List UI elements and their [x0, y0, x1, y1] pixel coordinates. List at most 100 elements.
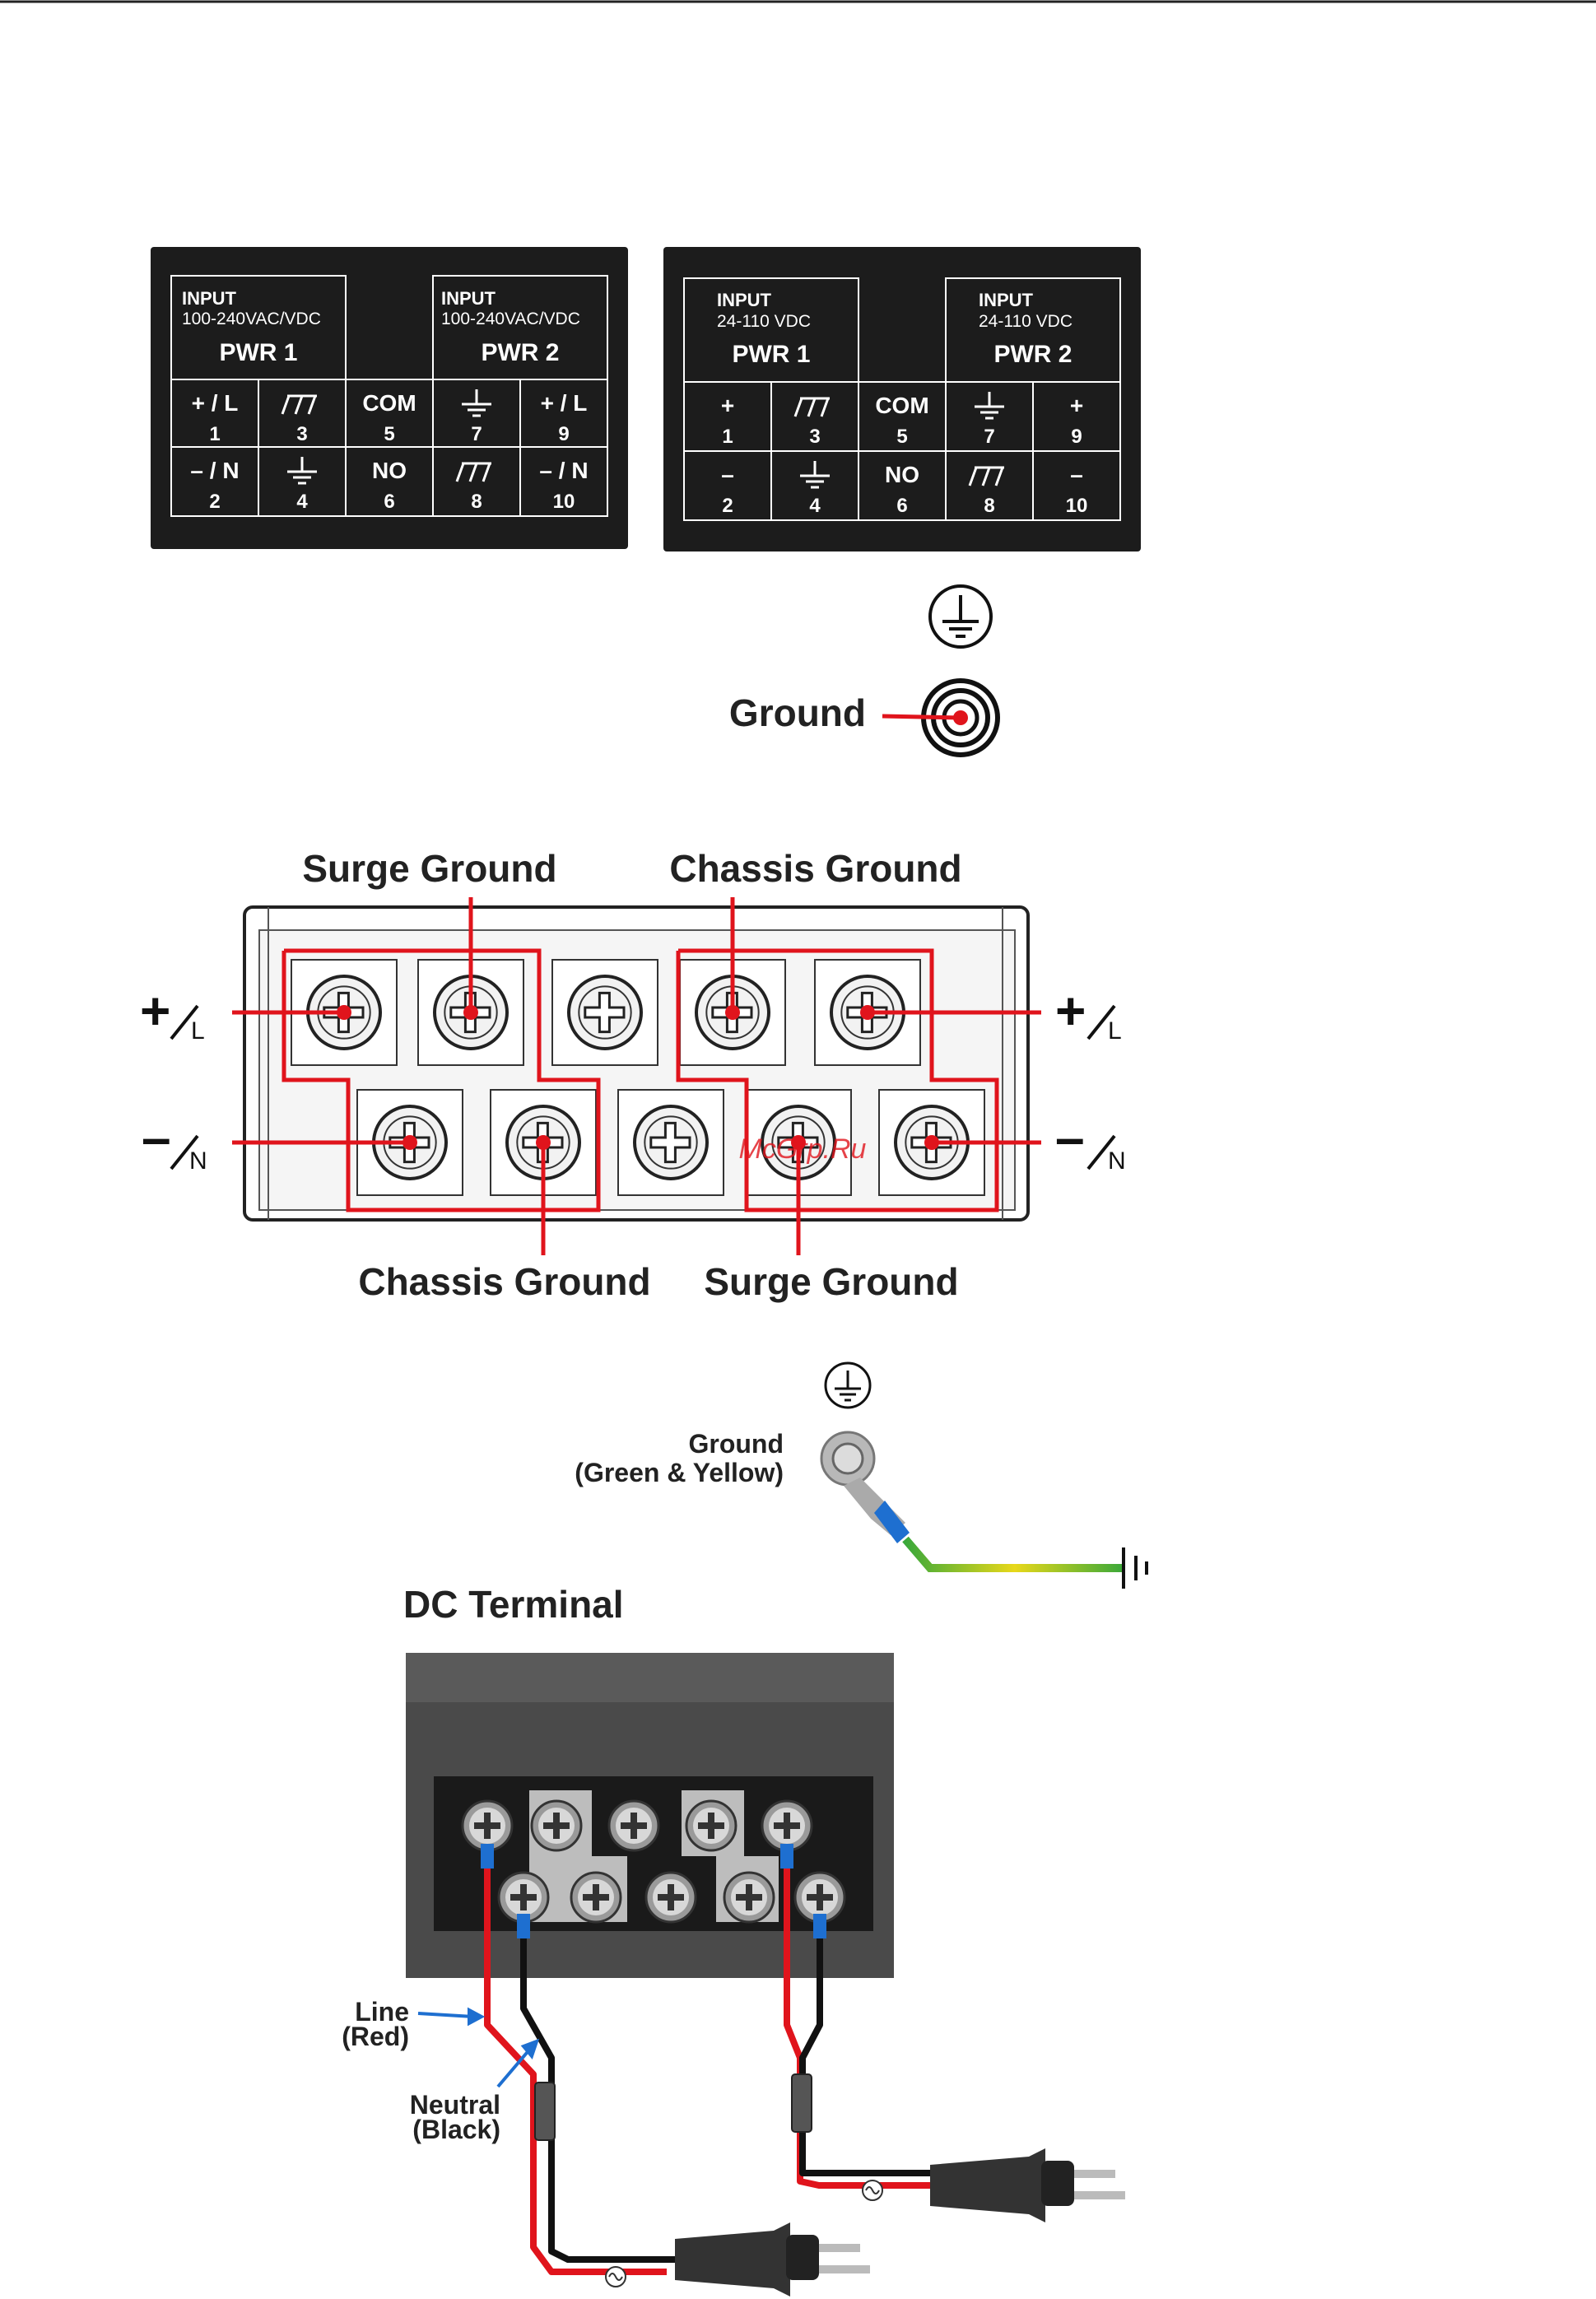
cell-number: 1: [722, 426, 733, 448]
ac-pwr2-name: PWR 2: [481, 339, 559, 366]
dc-terminal-screw: [530, 1799, 583, 1852]
dc-pwr2-name: PWR 2: [993, 341, 1072, 368]
ac-pwr2-input-text: INPUT: [441, 288, 496, 309]
ground-wire-color-label: (Green & Yellow): [575, 1458, 784, 1487]
neutral-color-label: (Black): [412, 2115, 500, 2144]
dc-terminal-screw: [607, 1799, 660, 1852]
terminal-screw: [551, 959, 658, 1066]
cell-number: 7: [471, 423, 482, 445]
cell-number: 2: [722, 495, 733, 517]
dc-terminal-screw: [793, 1871, 846, 1924]
cell-symbol: +: [1070, 393, 1083, 418]
ac-terminal-label: INPUT 100-240VAC/VDC PWR 1 INPUT 100-240…: [151, 247, 628, 549]
cell-symbol: COM: [362, 390, 416, 416]
ground-pointer-dot: [953, 710, 968, 725]
dc-pwr2-range-text: 24-110 VDC: [979, 312, 1073, 331]
cell-number: 7: [984, 426, 994, 448]
chassis-ground-icon: [1122, 1547, 1148, 1589]
neutral-label: Neutral: [410, 2090, 500, 2120]
neutral-wire-left: [520, 1926, 675, 2263]
protective-earth-icon: [928, 584, 993, 649]
cell-number: 1: [209, 423, 220, 445]
surge-ground-icon: [281, 394, 317, 415]
dc-pwr1-name: PWR 1: [732, 341, 810, 368]
ferrite-left: [534, 2082, 556, 2141]
cell-number: 5: [384, 423, 394, 445]
cell-number: 4: [296, 491, 308, 513]
dc-terminal-title: DC Terminal: [403, 1583, 624, 1626]
cell-number: 6: [896, 495, 907, 517]
dc-terminal-screw: [644, 1871, 697, 1924]
terminal-block: Surge Ground Chassis Ground: [140, 847, 1126, 1303]
label-surge-ground-bottom: Surge Ground: [704, 1260, 958, 1303]
left-plus-symbol: +: [140, 981, 170, 1040]
earth-ground-icon: [800, 461, 830, 489]
left-l-subscript: L: [191, 1017, 205, 1045]
ground-ring-lug: [820, 1431, 910, 1543]
cell-number: 8: [471, 491, 482, 513]
cell-number: 6: [384, 491, 394, 513]
dc-terminal-screw: [761, 1799, 813, 1852]
cell-number: 8: [984, 495, 994, 517]
cell-symbol: –: [721, 462, 734, 487]
cell-symbol: – / N: [539, 458, 588, 483]
surge-ground-icon: [455, 462, 491, 482]
earth-ground-icon: [975, 392, 1004, 420]
dc-pwr1-range-text: 24-110 VDC: [717, 312, 811, 331]
protective-earth-small-icon: [824, 1361, 872, 1409]
cell-symbol: COM: [875, 393, 928, 418]
cell-symbol: + / L: [541, 390, 588, 416]
watermark-text: McGrp.Ru: [739, 1133, 867, 1165]
ac-pwr1-input-text: INPUT: [182, 288, 237, 309]
dc-terminal-label: INPUT 24-110 VDC PWR 1 INPUT 24-110 VDC …: [663, 247, 1141, 551]
dc-terminal-screw: [685, 1799, 738, 1852]
line-wire-left: [484, 1856, 667, 2275]
ground-label: Ground: [729, 691, 866, 734]
cell-symbol: NO: [372, 458, 407, 483]
ac-symbol-right-icon: [862, 2180, 883, 2201]
dc-pwr2-input-text: INPUT: [979, 290, 1034, 310]
ground-pointer-line: [882, 714, 961, 720]
terminal-screw: [617, 1089, 724, 1196]
right-input-outline: [676, 948, 999, 1212]
cell-number: 2: [209, 491, 220, 513]
ac-pwr1-range-text: 100-240VAC/VDC: [182, 309, 321, 328]
cell-symbol: –: [1070, 462, 1083, 487]
left-n-subscript: N: [189, 1147, 207, 1175]
ac-label-background: [151, 247, 628, 549]
cell-number: 9: [1071, 426, 1082, 448]
earth-ground-icon: [287, 457, 317, 485]
line-color-label: (Red): [342, 2022, 409, 2051]
right-n-subscript: N: [1108, 1147, 1126, 1175]
cell-number: 3: [296, 423, 307, 445]
ac-symbol-left-icon: [605, 2266, 626, 2287]
label-surge-ground-top: Surge Ground: [302, 847, 556, 890]
left-input-outline: [282, 948, 601, 1212]
dc-terminal-screw: [570, 1871, 622, 1924]
cell-number: 9: [558, 423, 569, 445]
ground-wire-label: Ground: [688, 1429, 784, 1459]
surge-ground-icon: [793, 397, 830, 417]
cell-number: 4: [809, 495, 821, 517]
right-l-subscript: L: [1108, 1017, 1122, 1045]
earth-ground-icon: [462, 389, 491, 417]
cell-number: 5: [896, 426, 907, 448]
right-minus-symbol: –: [1055, 1108, 1085, 1167]
dc-pwr1-input-text: INPUT: [717, 290, 772, 310]
cell-number: 3: [809, 426, 820, 448]
cell-symbol: + / L: [192, 390, 239, 416]
dc-terminal-screw: [723, 1871, 775, 1924]
cell-symbol: – / N: [190, 458, 239, 483]
ac-pwr2-range-text: 100-240VAC/VDC: [441, 309, 580, 328]
right-plus-symbol: +: [1055, 981, 1086, 1040]
cell-number: 10: [1066, 495, 1088, 517]
line-label: Line: [355, 1997, 409, 2027]
cell-symbol: +: [721, 393, 734, 418]
power-plug-right: [930, 2148, 1125, 2222]
cell-number: 10: [553, 491, 575, 513]
power-plug-left: [675, 2222, 870, 2297]
surge-ground-icon: [968, 466, 1004, 486]
ferrite-right: [791, 2073, 812, 2133]
label-chassis-ground-bottom: Chassis Ground: [358, 1260, 650, 1303]
